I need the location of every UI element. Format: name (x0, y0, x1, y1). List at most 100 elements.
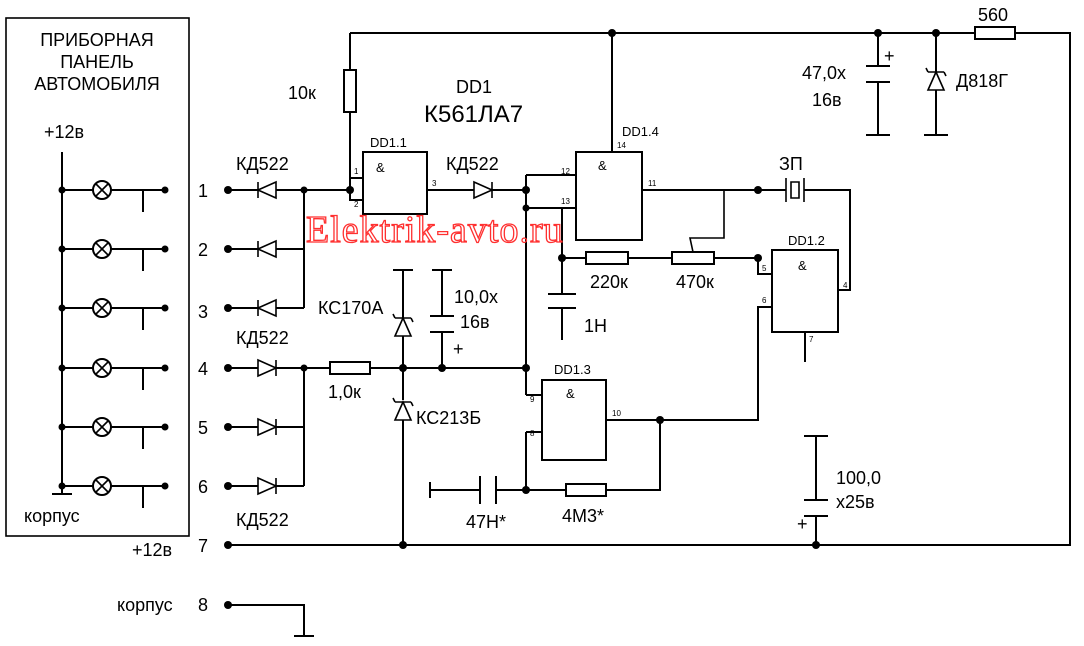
capacitor-1n (548, 293, 576, 309)
diode-gate-icon (473, 180, 494, 200)
gate-dd1-1: & DD1.1 1 2 3 КД522 (349, 135, 530, 215)
resistor-560 (974, 26, 1016, 40)
capacitor-10u (430, 315, 454, 333)
resistor-1k-label: 1,0к (328, 382, 361, 402)
resistor-4m3 (565, 483, 607, 497)
resistor-1k (329, 361, 371, 375)
gate-dd1-4: & DD1.4 14 12 13 11 220к 470к 1Н ЗП (522, 124, 851, 395)
capacitor-10u-plus: + (453, 339, 464, 359)
zener-kc170-icon (392, 313, 414, 337)
terminal-2: 2 (198, 240, 208, 260)
zener-kc213-icon (392, 397, 414, 421)
capacitor-47u (866, 65, 890, 83)
resistor-10k (343, 69, 357, 113)
capacitor-10u-label-2: 16в (460, 312, 490, 332)
input-diodes-top: КД522 КД522 (228, 154, 350, 348)
lamp-row-1 (58, 180, 169, 212)
svg-text:10: 10 (612, 409, 621, 418)
gate-dd1-1-name: DD1.1 (370, 135, 407, 150)
capacitor-47n-label: 47Н* (466, 512, 506, 532)
capacitor-100u-label-2: х25в (836, 492, 875, 512)
diode-2-icon (256, 239, 277, 259)
diode-kd522-bot-label: КД522 (236, 510, 289, 530)
gate-dd1-2-symbol: & (798, 258, 807, 273)
zener-kc170-label: КС170А (318, 298, 383, 318)
diode-4-icon (257, 358, 278, 378)
power-rails: 560 10к + 47,0х 16в Д818Г + 100,0 х25в (228, 5, 1071, 637)
potentiometer-470k (671, 251, 715, 265)
svg-text:5: 5 (762, 264, 767, 273)
gate-dd1-4-symbol: & (598, 158, 607, 173)
svg-text:14: 14 (617, 141, 626, 150)
gate-dd1-3-name: DD1.3 (554, 362, 591, 377)
capacitor-100u (804, 499, 828, 517)
capacitor-47u-label-1: 47,0х (802, 63, 846, 83)
diode-5-icon (257, 417, 278, 437)
svg-text:2: 2 (354, 200, 359, 209)
resistor-560-label: 560 (978, 5, 1008, 25)
svg-text:9: 9 (530, 395, 535, 404)
lamp-row-6 (58, 476, 169, 508)
panel-frame (5, 17, 190, 537)
lamp-row-5 (58, 417, 169, 449)
svg-text:8: 8 (530, 429, 535, 438)
buzzer-label: ЗП (779, 154, 803, 174)
lamp-row-2 (58, 239, 169, 271)
zener-stack: КС170А КС213Б + 10,0х 16в (318, 269, 498, 545)
terminal-8-label: корпус (117, 595, 173, 615)
diode-3-icon (256, 298, 277, 318)
gate-dd1-2: & DD1.2 5 6 4 7 (660, 233, 848, 421)
svg-text:13: 13 (561, 197, 570, 206)
ground-terminal-8 (228, 604, 314, 637)
gate-dd1-4-name: DD1.4 (622, 124, 659, 139)
capacitor-1n-label: 1Н (584, 316, 607, 336)
supply-rail (228, 32, 1071, 546)
svg-text:7: 7 (809, 335, 814, 344)
gate-dd1-1-symbol: & (376, 160, 385, 175)
terminal-7: 7 (198, 536, 208, 556)
buzzer-icon (785, 178, 805, 202)
gate-dd1-3: & DD1.3 9 8 10 4М3* 47Н* (429, 362, 664, 532)
watermark-text: Elektrik-avto.ru (306, 209, 564, 251)
svg-text:3: 3 (432, 179, 437, 188)
diode-kd522-mid-label: КД522 (236, 328, 289, 348)
svg-text:12: 12 (561, 167, 570, 176)
svg-text:11: 11 (648, 179, 657, 188)
zener-kc213-label: КС213Б (416, 408, 481, 428)
capacitor-10u-label-1: 10,0х (454, 287, 498, 307)
terminal-1: 1 (198, 181, 208, 201)
diode-kd522-top-label: КД522 (236, 154, 289, 174)
resistor-220k (585, 251, 629, 265)
resistor-10k-label: 10к (288, 83, 316, 103)
svg-text:1: 1 (354, 167, 359, 176)
diode-6-icon (257, 476, 278, 496)
chip-type: К561ЛА7 (424, 101, 523, 128)
terminal-4: 4 (198, 359, 208, 379)
panel-ground-label: корпус (24, 506, 80, 526)
diode-1-icon (256, 180, 277, 200)
capacitor-47u-plus: + (884, 46, 895, 66)
panel-title-line-1: ПРИБОРНАЯ (40, 30, 154, 50)
lamp-row-3 (58, 298, 169, 330)
svg-text:4: 4 (843, 281, 848, 290)
diode-kd522-gate-label: КД522 (446, 154, 499, 174)
panel-supply-label: +12в (44, 122, 84, 142)
terminal-8: 8 (198, 595, 208, 615)
panel-title-line-3: АВТОМОБИЛЯ (34, 74, 160, 94)
terminals: 1 2 3 4 5 6 7 8 +12в корпус (117, 181, 232, 615)
capacitor-100u-label-1: 100,0 (836, 468, 881, 488)
input-diodes-bottom: КД522 1,0к (228, 358, 526, 530)
capacitor-47u-label-2: 16в (812, 90, 842, 110)
svg-text:6: 6 (762, 296, 767, 305)
chip-name: DD1 (456, 77, 492, 97)
instrument-panel: ПРИБОРНАЯ ПАНЕЛЬ АВТОМОБИЛЯ +12в корпус (5, 17, 190, 537)
capacitor-100u-plus: + (797, 514, 808, 534)
potentiometer-470k-label: 470к (676, 272, 714, 292)
terminal-7-label: +12в (132, 540, 172, 560)
lamp-row-4 (58, 358, 169, 390)
resistor-4m3-label: 4М3* (562, 506, 604, 526)
capacitor-47n (479, 476, 497, 504)
terminal-5: 5 (198, 418, 208, 438)
zener-d818-icon (925, 67, 947, 91)
